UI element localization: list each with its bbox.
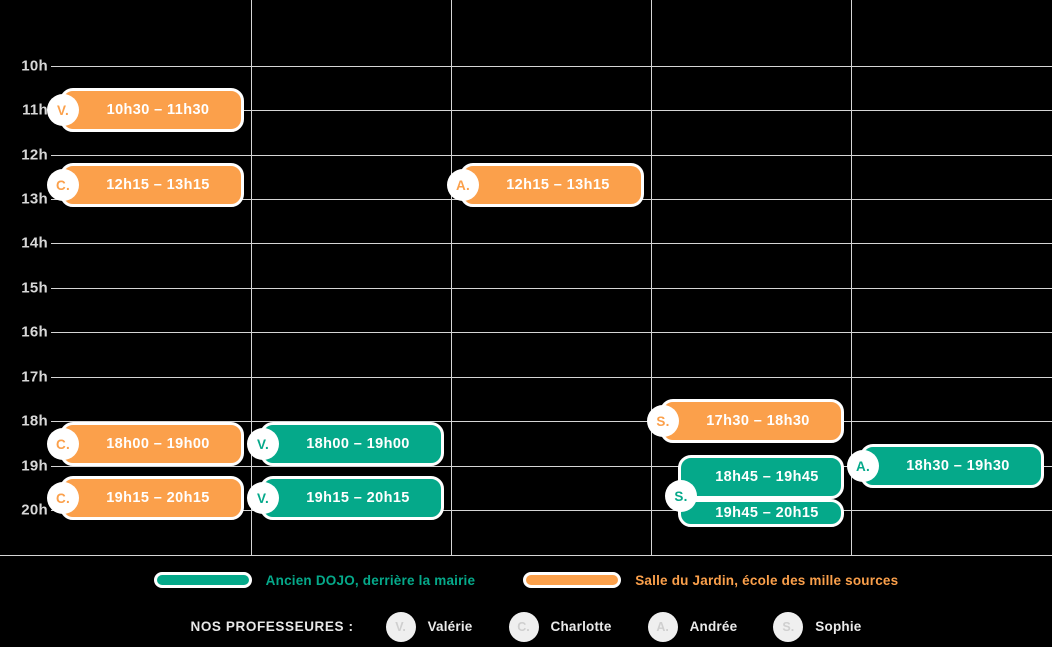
event-block[interactable]: A. 18h30 – 19h30 xyxy=(847,444,1044,488)
event-block[interactable]: 19h45 – 20h15 xyxy=(678,499,844,527)
teacher-legend-item: A. Andrée xyxy=(647,611,738,642)
hour-label: 18h xyxy=(21,412,48,430)
event-block[interactable]: C. 12h15 – 13h15 xyxy=(47,163,244,207)
hour-label: 12h xyxy=(21,146,48,164)
teacher-initial-avatar: A. xyxy=(647,611,678,642)
event-time-label: 19h15 – 20h15 xyxy=(306,490,410,506)
event-block[interactable]: V. 10h30 – 11h30 xyxy=(47,88,244,132)
event-block[interactable]: V. 18h00 – 19h00 xyxy=(247,422,444,466)
teacher-avatar: A. xyxy=(447,169,479,201)
hour-label: 14h xyxy=(21,234,48,252)
event-block[interactable]: S. 18h45 – 19h45 xyxy=(665,455,844,512)
event-time-label: 18h00 – 19h00 xyxy=(306,436,410,452)
teacher-name: Valérie xyxy=(427,619,473,634)
teacher-avatar: C. xyxy=(47,169,79,201)
hour-gridline xyxy=(51,110,1052,111)
teacher-initial-avatar: V. xyxy=(385,611,416,642)
teacher-avatar: V. xyxy=(47,94,79,126)
event-time-label: 12h15 – 13h15 xyxy=(506,177,610,193)
hour-label: 20h xyxy=(21,501,48,519)
teacher-initial-avatar: C. xyxy=(508,611,539,642)
hour-gridline xyxy=(51,421,1052,422)
event-time-label: 12h15 – 13h15 xyxy=(106,177,210,193)
event-block[interactable]: S. 17h30 – 18h30 xyxy=(647,399,844,443)
day-divider xyxy=(851,0,852,556)
teacher-initial-avatar: S. xyxy=(773,611,804,642)
hour-label: 13h xyxy=(21,190,48,208)
teacher-avatar: V. xyxy=(247,428,279,460)
event-time-label: 19h45 – 20h15 xyxy=(715,505,819,521)
timetable-grid: 10h 11h 12h 13h 14h 15h 16h 17h 18h 19h 20h xyxy=(0,0,1052,556)
teacher-avatar: S. xyxy=(647,405,679,437)
hour-gridline xyxy=(51,332,1052,333)
event-block[interactable]: C. 19h15 – 20h15 xyxy=(47,476,244,520)
event-time-label: 10h30 – 11h30 xyxy=(106,102,210,118)
day-divider xyxy=(451,0,452,556)
day-divider xyxy=(251,0,252,556)
event-block[interactable]: V. 19h15 – 20h15 xyxy=(247,476,444,520)
event-time-label: 17h30 – 18h30 xyxy=(706,413,810,429)
hour-label: 17h xyxy=(21,368,48,386)
event-block[interactable]: C. 18h00 – 19h00 xyxy=(47,422,244,466)
hour-label: 10h xyxy=(21,57,48,75)
hour-gridline xyxy=(51,243,1052,244)
legend-item: Ancien DOJO, derrière la mairie xyxy=(153,572,476,588)
day-divider xyxy=(651,0,652,556)
teacher-name: Sophie xyxy=(815,619,862,634)
hour-gridline xyxy=(51,377,1052,378)
teacher-name: Andrée xyxy=(689,619,738,634)
event-block[interactable]: A. 12h15 – 13h15 xyxy=(447,163,644,207)
hour-gridline xyxy=(51,510,1052,511)
hour-label: 19h xyxy=(21,457,48,475)
teacher-avatar: A. xyxy=(847,450,879,482)
legend-label: Ancien DOJO, derrière la mairie xyxy=(265,572,476,588)
hour-label: 16h xyxy=(21,323,48,341)
grid-bottom-line xyxy=(0,555,1052,556)
teacher-name: Charlotte xyxy=(550,619,612,634)
venue-legend: Ancien DOJO, derrière la mairie Salle du … xyxy=(0,562,1052,598)
teacher-avatar: S. xyxy=(665,480,697,512)
hour-label: 15h xyxy=(21,279,48,297)
legend-color-swatch xyxy=(523,572,622,588)
event-time-label: 18h00 – 19h00 xyxy=(106,436,210,452)
teacher-legend-item: C. Charlotte xyxy=(508,611,612,642)
legend-item: Salle du Jardin, école des mille sources xyxy=(523,572,898,588)
teachers-footer: NOS PROFESSEURES : V. Valérie C. Charlotte A… xyxy=(0,606,1052,647)
hour-gridline xyxy=(51,66,1052,67)
hour-gridline xyxy=(51,466,1052,467)
teacher-legend-item: V. Valérie xyxy=(385,611,473,642)
teacher-avatar: C. xyxy=(47,482,79,514)
legend-color-swatch xyxy=(153,572,252,588)
legend-label: Salle du Jardin, école des mille sources xyxy=(635,572,899,588)
hour-gridline xyxy=(51,155,1052,156)
teacher-avatar: V. xyxy=(247,482,279,514)
event-time-label: 18h30 – 19h30 xyxy=(906,458,1010,474)
hour-gridline xyxy=(51,288,1052,289)
event-time-label: 19h15 – 20h15 xyxy=(106,490,210,506)
teacher-legend-item: S. Sophie xyxy=(773,611,862,642)
teachers-title: NOS PROFESSEURES : xyxy=(190,619,354,634)
event-time-label: 18h45 – 19h45 xyxy=(715,469,819,485)
teacher-avatar: C. xyxy=(47,428,79,460)
hour-label: 11h xyxy=(22,101,48,119)
